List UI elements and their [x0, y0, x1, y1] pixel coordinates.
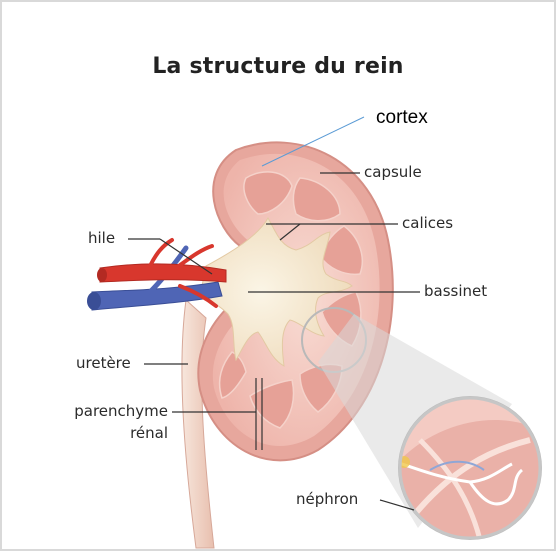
label-bassinet: bassinet — [424, 282, 487, 300]
page-title: La structure du rein — [0, 54, 556, 79]
label-nephron: néphron — [296, 490, 358, 508]
label-renal: rénal — [52, 424, 168, 442]
label-hile: hile — [88, 229, 115, 247]
label-capsule: capsule — [364, 163, 422, 181]
label-cortex: cortex — [376, 107, 428, 129]
label-parenchyme: parenchyme — [52, 402, 168, 420]
label-uretere: uretère — [76, 354, 131, 372]
label-calices: calices — [402, 214, 453, 232]
